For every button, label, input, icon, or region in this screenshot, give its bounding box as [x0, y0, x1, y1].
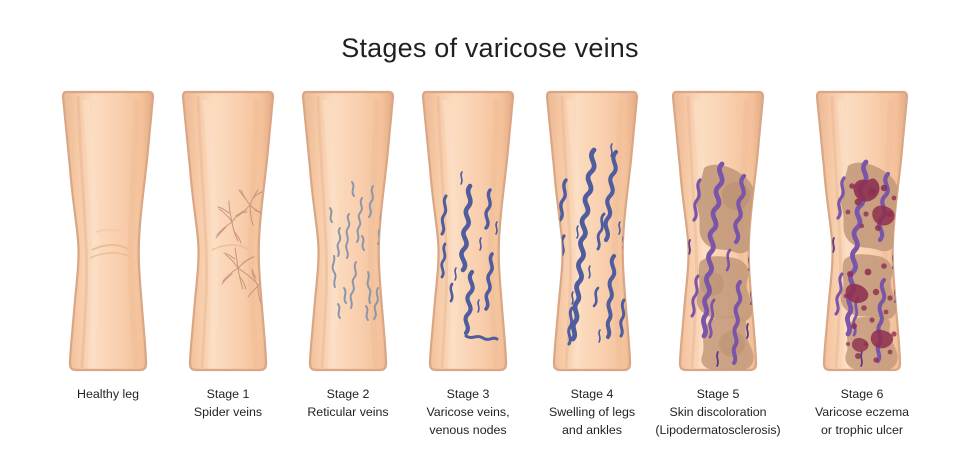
skin-discoloration-stage-5 — [696, 164, 756, 370]
caption-stage-1: Stage 1 Spider veins — [138, 385, 318, 421]
caption-subtitle: Skin discoloration — [669, 405, 767, 419]
caption-subtitle-2: venous nodes — [429, 423, 507, 437]
caption-healthy-leg: Healthy leg — [18, 385, 198, 403]
caption-subtitle-2: (Lipodermatosclerosis) — [655, 423, 781, 437]
caption-stage-3: Stage 3 Varicose veins, venous nodes — [378, 385, 558, 439]
caption-subtitle: Reticular veins — [307, 405, 389, 419]
caption-subtitle-2: and ankles — [562, 423, 622, 437]
leg-shading-healthy-leg — [76, 95, 140, 369]
caption-title: Stage 3 — [446, 387, 490, 401]
caption-subtitle: Varicose eczema — [814, 405, 910, 419]
caption-subtitle: Swelling of legs — [548, 405, 636, 419]
leg-shading-stage-1 — [196, 95, 260, 369]
caption-subtitle-2: or trophic ulcer — [821, 423, 903, 437]
leg-stage-4 — [545, 90, 639, 372]
leg-stage-6 — [815, 90, 909, 372]
varicose-veins-stage-3 — [440, 171, 499, 341]
caption-stage-6: Stage 6 Varicose eczema or trophic ulcer — [772, 385, 952, 439]
caption-title: Stage 6 — [840, 387, 884, 401]
purple-veins-stage-5 — [688, 161, 753, 367]
caption-title: Stage 2 — [326, 387, 370, 401]
page-title: Stages of varicose veins — [341, 33, 639, 63]
leg-shading-stage-2 — [316, 95, 380, 369]
spider-veins-stage-1 — [215, 189, 270, 304]
caption-title: Stage 4 — [570, 387, 614, 401]
leg-stage-1 — [181, 90, 275, 372]
leg-stage-2 — [301, 90, 395, 372]
caption-title: Healthy leg — [77, 387, 139, 401]
caption-title: Stage 1 — [206, 387, 250, 401]
caption-subtitle: Spider veins — [193, 405, 263, 419]
leg-stage-3 — [421, 90, 515, 372]
leg-healthy-leg — [61, 90, 155, 372]
caption-title: Stage 5 — [696, 387, 740, 401]
leg-stage-5 — [671, 90, 765, 372]
caption-stage-2: Stage 2 Reticular veins — [258, 385, 438, 421]
caption-subtitle: Varicose veins, — [426, 405, 510, 419]
caption-stage-4: Stage 4 Swelling of legs and ankles — [502, 385, 682, 439]
trophic-ulcers-stage-6 — [843, 178, 897, 363]
caption-stage-5: Stage 5 Skin discoloration (Lipodermatos… — [628, 385, 808, 439]
